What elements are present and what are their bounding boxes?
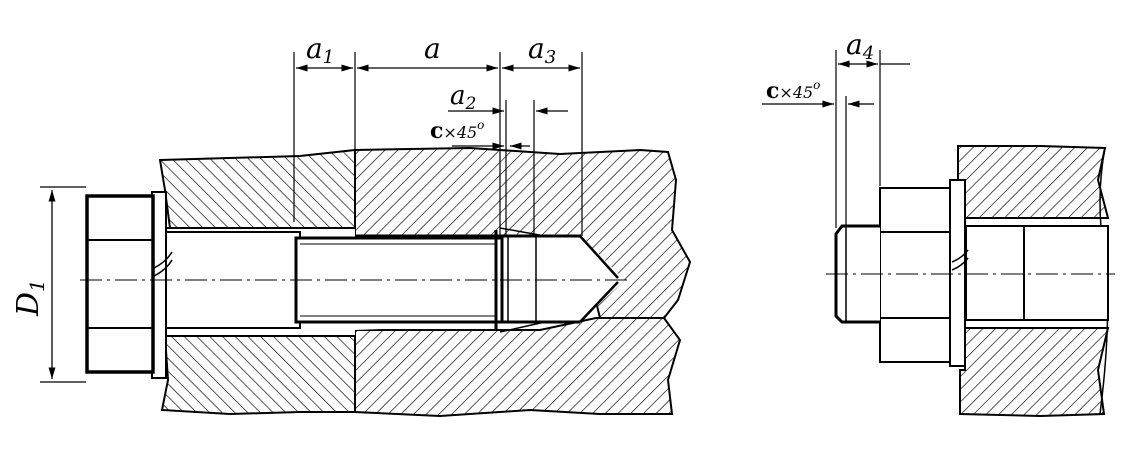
right-upper-plate-section [957,145,1110,219]
right-lower-plate-section [959,327,1110,418]
chamfer-label-left: c×45o [430,118,484,144]
right-washer [949,179,966,367]
nut [879,187,951,363]
D1-label: D1 [11,279,49,317]
a2-label: a2 [450,81,476,114]
a4-label: a4 [846,28,874,64]
chamfer-label-right: c×45o [766,78,820,104]
bolt-head [85,194,155,374]
a3-label: a3 [528,32,556,68]
stud-end [834,224,880,324]
lower-plate-left-section [160,335,356,416]
left-view: D1 a1 a a3 a2 c×45o [11,32,692,418]
a-label: a [424,32,441,65]
stud-shank [965,225,1109,321]
a1-label: a1 [306,32,334,68]
right-view: a4 c×45o [762,28,1115,418]
lower-base-section [354,317,682,418]
upper-plate-left-section [158,148,356,229]
